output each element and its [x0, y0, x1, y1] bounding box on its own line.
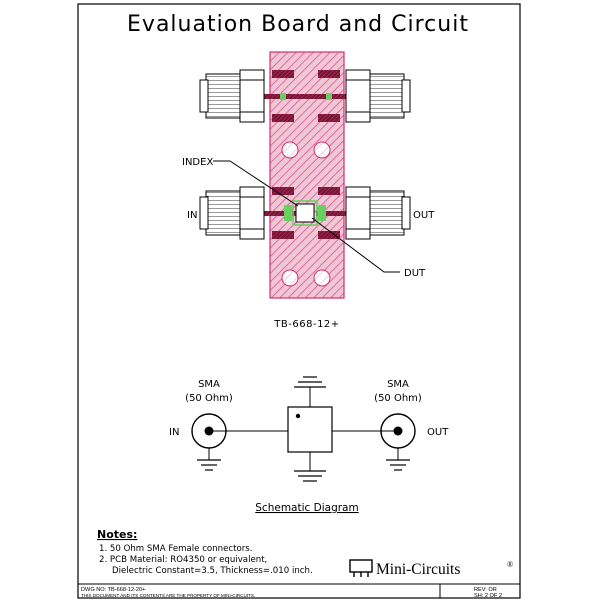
sma-right-line1: SMA: [387, 379, 409, 390]
connector-pad: [272, 70, 294, 78]
sma-right-line2: (50 Ohm): [374, 393, 422, 404]
sma-left-line2: (50 Ohm): [185, 393, 233, 404]
index-label: INDEX: [182, 157, 213, 168]
green-via: [280, 93, 286, 100]
connector-pad: [272, 231, 294, 239]
note-item-1: 1. 50 Ohm SMA Female connectors.: [99, 544, 252, 554]
note-item-2: 2. PCB Material: RO4350 or equivalent,: [99, 555, 267, 565]
sma-connector-right-upper: [345, 69, 411, 123]
connector-pad: [318, 187, 340, 195]
board-part-number: TB-668-12+: [273, 319, 339, 330]
mini-circuits-logo: Mini-Circuits ®: [349, 559, 513, 578]
sheet-number: SH: 2 OF 2: [474, 593, 502, 599]
green-via: [326, 93, 332, 100]
mounting-hole: [281, 269, 299, 287]
mounting-hole: [313, 269, 331, 287]
board-out-label: OUT: [413, 210, 435, 221]
rf-line-in: [262, 211, 296, 216]
connector-pad: [318, 70, 340, 78]
page-title: Evaluation Board and Circuit: [127, 12, 469, 37]
sma-connector-left-upper: [199, 69, 265, 123]
green-via: [284, 205, 292, 221]
schematic-diagram: SMA (50 Ohm) SMA (50 Ohm): [169, 376, 449, 514]
sma-connector-out: [345, 186, 411, 240]
dut-package: [295, 203, 315, 223]
drawing-number: DWG NO: TB-668-12-20+: [81, 587, 145, 593]
connector-pad: [272, 187, 294, 195]
rf-line-out: [316, 211, 350, 216]
dut-leader-line: [311, 217, 400, 273]
schematic-out-label: OUT: [427, 427, 449, 438]
pcb-substrate: [269, 51, 345, 299]
schematic-in-label: IN: [169, 427, 179, 438]
mounting-hole: [313, 141, 331, 159]
notes-heading: Notes:: [97, 528, 137, 541]
sheet-border: [77, 3, 521, 599]
brand-name: Mini-Circuits: [376, 561, 460, 578]
dut-label: DUT: [404, 268, 426, 279]
sma-left-line1: SMA: [198, 379, 220, 390]
green-via: [318, 205, 326, 221]
revision: REV: OR: [474, 587, 497, 593]
thru-line: [262, 94, 350, 99]
sma-connector-in: [199, 186, 265, 240]
property-notice: THIS DOCUMENT AND ITS CONTENTS ARE THE P…: [81, 593, 255, 598]
dut-outline: [292, 200, 318, 226]
note-item-3: Dielectric Constant=3.5, Thickness=.010 …: [112, 566, 313, 576]
index-leader-line: [213, 160, 299, 207]
board-in-label: IN: [187, 210, 197, 221]
connector-pad: [318, 231, 340, 239]
dut-block: [287, 406, 333, 453]
evaluation-board: INDEX DUT IN OUT TB-668-12+: [182, 51, 435, 330]
schematic-caption: Schematic Diagram: [255, 502, 358, 514]
notes-section: Notes: 1. 50 Ohm SMA Female connectors. …: [97, 528, 313, 576]
connector-pad: [272, 114, 294, 122]
brand-registered-mark: ®: [507, 560, 513, 569]
mounting-hole: [281, 141, 299, 159]
connector-pad: [318, 114, 340, 122]
pin1-dot: [295, 413, 301, 419]
